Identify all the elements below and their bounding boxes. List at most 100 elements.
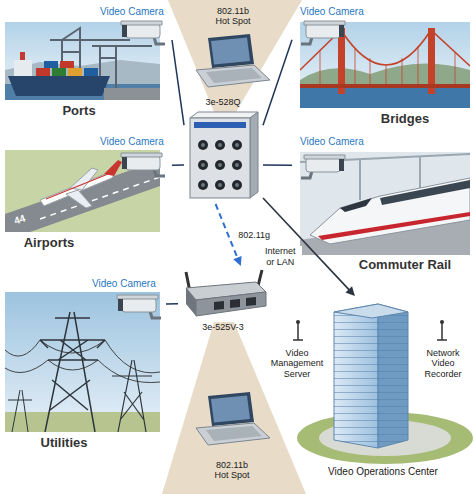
scene-name: Commuter Rail <box>340 258 470 273</box>
port-scene <box>44 61 58 68</box>
connector-line <box>216 204 239 260</box>
operations-center-building <box>296 320 300 324</box>
access-point-drawing <box>246 297 256 306</box>
wireless-beam <box>168 0 302 112</box>
hotspot-label: 802.11b Hot Spot <box>210 460 254 481</box>
laptop <box>196 65 270 87</box>
video-camera <box>301 155 345 178</box>
bridge-scene <box>320 46 455 84</box>
operations-center-building <box>334 304 378 448</box>
camera-label: Video Camera <box>300 6 370 18</box>
operations-center-building <box>293 322 447 340</box>
connector <box>172 165 184 166</box>
rail-scene <box>300 152 470 255</box>
switch-drawing <box>201 163 205 167</box>
video-camera <box>117 21 345 318</box>
hotspot-label: 802.11b Hot Spot <box>211 6 255 27</box>
video-camera <box>121 153 165 176</box>
switch-drawing <box>235 163 239 167</box>
switch-drawing <box>215 160 225 170</box>
port-scene <box>36 68 50 76</box>
access-point: 3e-525V-3 <box>178 266 269 336</box>
video-camera <box>301 21 345 44</box>
port-scene <box>8 76 110 96</box>
port-scene <box>20 52 25 60</box>
scene-panel: Video CameraBridges <box>292 4 471 132</box>
switch-drawing <box>218 143 222 147</box>
switch-drawing <box>201 143 205 147</box>
scene-name: Bridges <box>340 112 470 127</box>
wireless-beam <box>162 0 306 494</box>
utility-scene <box>5 292 160 432</box>
bridge-scene <box>300 88 470 108</box>
port-scene <box>52 68 66 76</box>
operations-center-building <box>440 320 444 324</box>
device-label: 3e-525V-3 <box>178 322 268 332</box>
switch-drawing <box>235 183 239 187</box>
camera-label: Video Camera <box>300 136 370 148</box>
edge-label: Internet or LAN <box>258 246 302 267</box>
bridge-scene <box>300 22 470 108</box>
camera-label: Video Camera <box>92 278 162 290</box>
operations-center-building <box>334 304 408 318</box>
switch-drawing <box>194 122 246 128</box>
utility-scene <box>112 360 152 432</box>
switch-drawing <box>190 118 250 198</box>
switch-device: 3e-528Q <box>184 96 263 204</box>
utility-scene <box>5 340 160 373</box>
port-scene <box>14 60 32 76</box>
connector-line <box>166 303 178 305</box>
laptop <box>206 426 262 441</box>
access-point-drawing <box>214 301 224 310</box>
access-point-drawing <box>230 299 240 308</box>
arrow-head <box>345 286 354 296</box>
port-scene <box>68 68 82 76</box>
connector <box>263 165 292 166</box>
video-camera <box>121 21 165 44</box>
switch-drawing <box>215 180 225 190</box>
connector-line <box>263 198 350 291</box>
utility-scene <box>5 360 160 383</box>
switch-drawing <box>190 112 258 118</box>
airport-scene <box>5 160 160 232</box>
operations-center-building <box>334 304 378 448</box>
bridge-scene <box>300 63 470 92</box>
edge-label: 802.11g <box>236 230 272 240</box>
operations-center-building <box>378 304 408 448</box>
camera-label: Video Camera <box>100 6 170 18</box>
rail-scene <box>380 180 470 205</box>
connector <box>263 40 292 125</box>
arrow-head <box>233 256 241 266</box>
switch-drawing <box>190 112 258 198</box>
switch-drawing <box>232 180 242 190</box>
connector-line <box>263 40 292 125</box>
switch-drawing <box>198 160 208 170</box>
laptop <box>196 392 270 445</box>
laptop <box>196 423 270 445</box>
utility-scene <box>8 390 32 432</box>
scene-name: Utilities <box>4 436 124 451</box>
airport-scene <box>46 174 108 199</box>
scene-name: Airports <box>4 236 94 251</box>
connector-line <box>172 40 184 125</box>
recorder-label: Network Video Recorder <box>416 348 470 379</box>
switch-drawing <box>232 140 242 150</box>
access-point-drawing <box>196 292 266 316</box>
airport-scene <box>66 190 92 208</box>
switch-drawing <box>250 112 258 198</box>
switch-drawing <box>215 140 225 150</box>
wireless-beam <box>162 322 306 494</box>
utility-scene <box>5 412 160 432</box>
access-point-drawing <box>186 288 196 316</box>
device-label: 3e-528Q <box>184 97 262 107</box>
utility-scene <box>40 312 105 432</box>
laptop <box>196 34 270 87</box>
access-point-drawing <box>186 270 266 316</box>
rail-scene <box>318 212 470 240</box>
video-camera <box>117 295 161 318</box>
laptop <box>208 34 254 68</box>
port-scene <box>104 88 160 100</box>
rail-scene <box>340 198 372 212</box>
connector-line <box>263 164 292 166</box>
